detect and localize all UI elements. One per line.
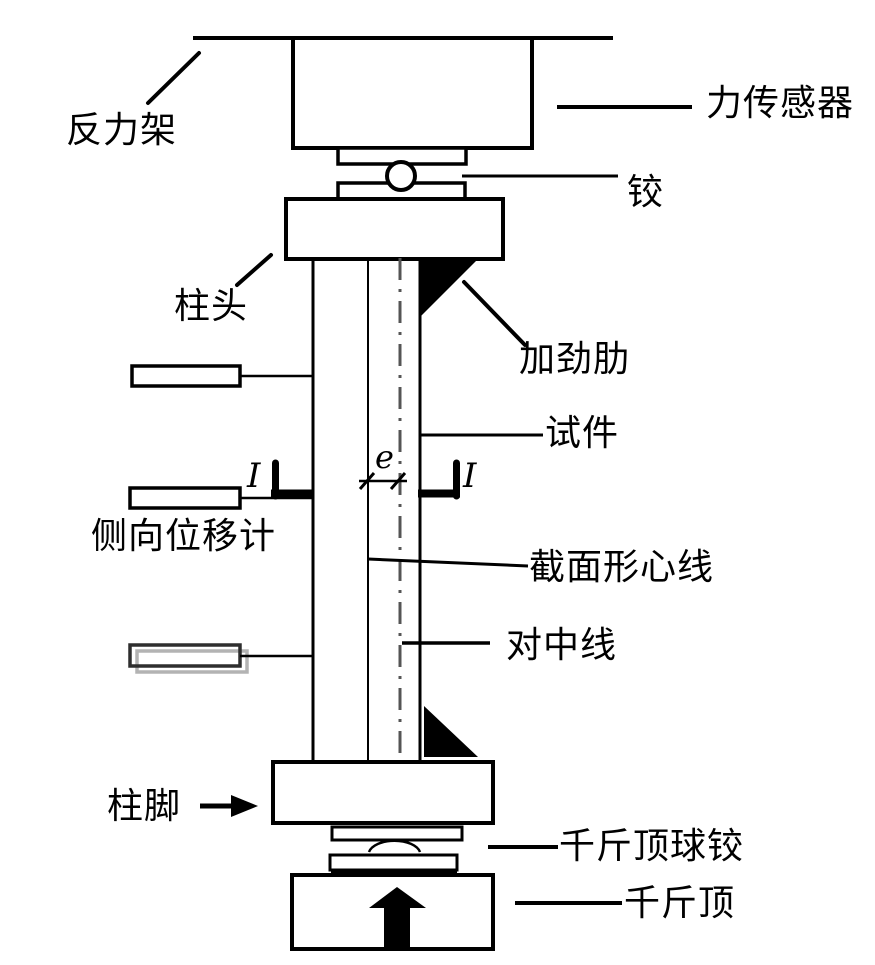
label-eccentricity-e: e: [375, 438, 394, 476]
ball-hinge-upper-plate: [330, 825, 464, 842]
column-base-box: [271, 760, 495, 825]
leader-column-head: [235, 253, 273, 287]
gauge-bottom-shadow-rect: [135, 649, 249, 674]
gauge-bottom-rect: [128, 643, 242, 668]
label-hinge: 铰: [627, 172, 665, 213]
stiffener-bottom-triangle: [424, 706, 478, 757]
label-jack: 千斤顶: [624, 883, 736, 924]
gauge-top-rect: [130, 364, 242, 388]
label-section-mark-right-I: I: [463, 456, 477, 496]
label-specimen: 试件: [545, 413, 620, 454]
label-reaction-frame: 反力架: [66, 110, 178, 151]
leader-centroid-line: [367, 557, 529, 568]
ball-hinge-lower-plate: [328, 853, 459, 872]
ball-hinge-dome-arc: [367, 839, 422, 853]
label-jack-ball-hinge: 千斤顶球铰: [559, 826, 745, 867]
label-centroid-line: 截面形心线: [529, 547, 715, 588]
hinge-ball-circle: [385, 160, 417, 192]
label-centering-line: 对中线: [506, 625, 618, 666]
eccentricity-tick-right: [389, 472, 407, 490]
label-column-base: 柱脚: [107, 786, 182, 827]
label-force-sensor: 力传感器: [706, 83, 855, 124]
column-head-box: [284, 197, 505, 261]
label-stiffener: 加劲肋: [519, 339, 631, 380]
force-sensor-box: [291, 36, 534, 150]
label-lateral-displacement-gauge: 侧向位移计: [91, 516, 277, 557]
leader-reaction-frame: [146, 51, 201, 105]
eccentricity-tick-left: [358, 472, 376, 490]
gauge-middle-rect: [128, 486, 242, 510]
column-base-arrow-head: [231, 795, 258, 817]
jack-load-up-arrow: [369, 887, 426, 947]
stiffener-top-triangle: [421, 259, 478, 316]
label-column-head: 柱头: [174, 286, 249, 327]
leader-stiffener: [462, 280, 527, 347]
label-section-mark-left-I: I: [247, 456, 261, 496]
